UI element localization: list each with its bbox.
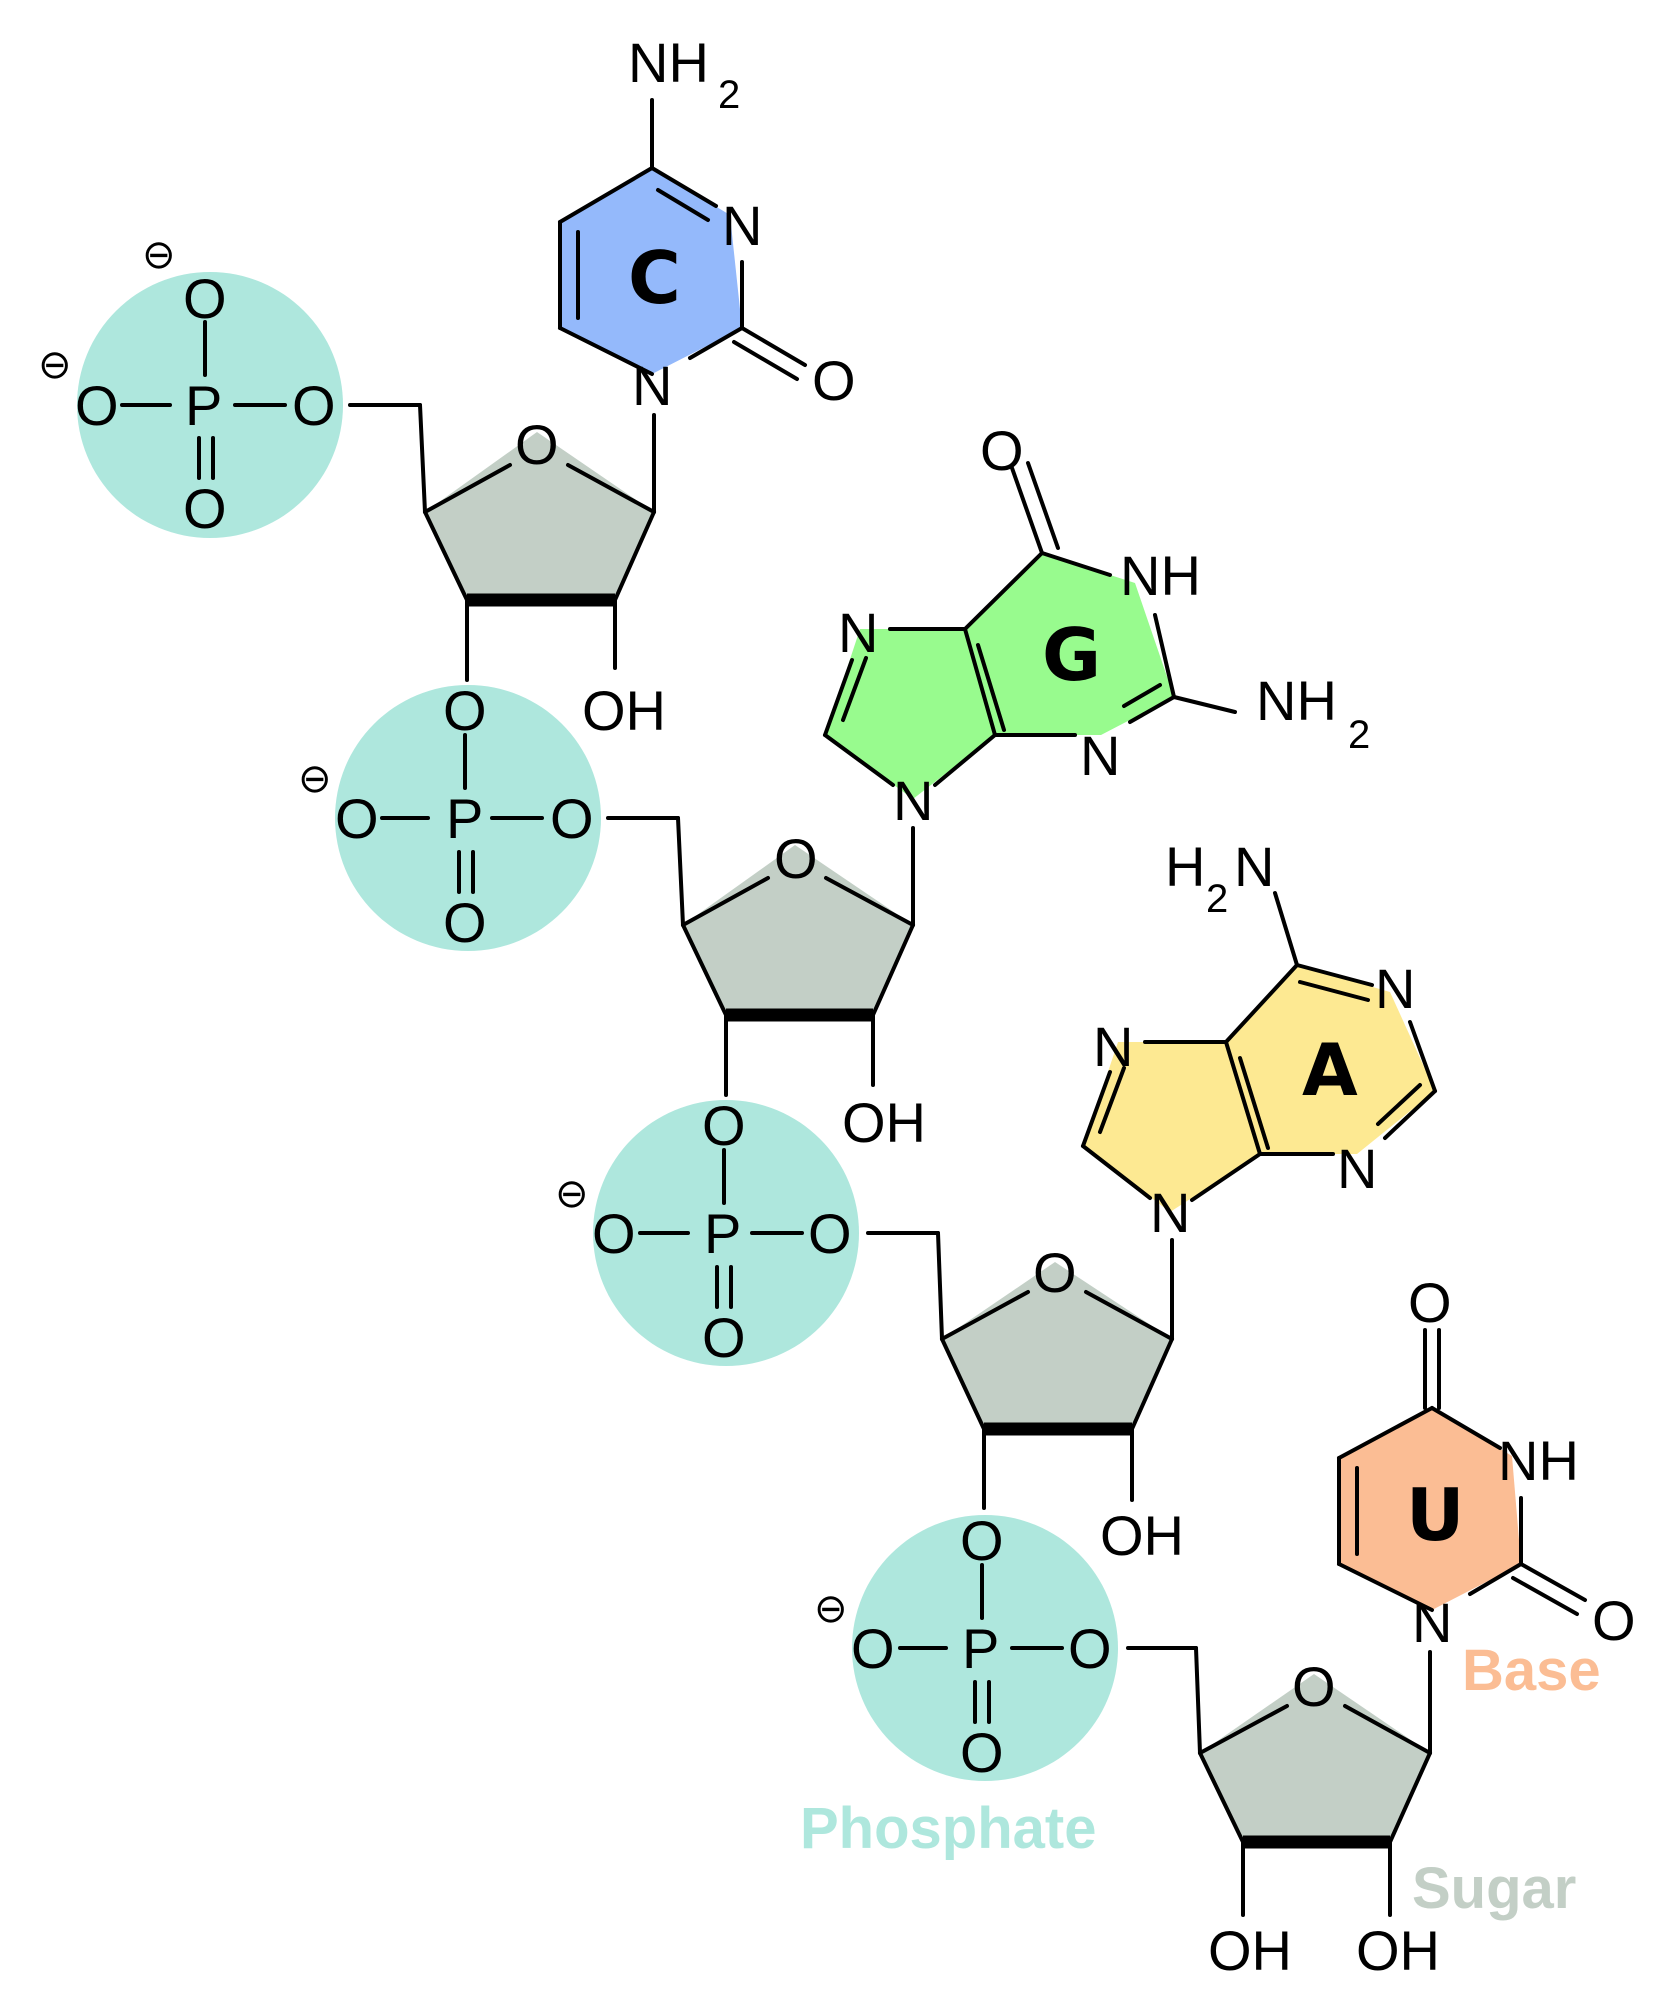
- sugar2-oh: OH: [842, 1091, 926, 1154]
- adenine-n7: N: [1093, 1015, 1133, 1078]
- phosphate4-o-top: O: [960, 1509, 1004, 1572]
- phosphate4-p: P: [962, 1617, 999, 1680]
- phosphate4-o-bottom: O: [960, 1721, 1004, 1784]
- ribose-sugar-2: [683, 845, 913, 1015]
- cytosine-n1: N: [632, 354, 672, 417]
- phosphate2-o-top: O: [443, 679, 487, 742]
- cytosine-o2: O: [812, 349, 856, 412]
- adenine-n1: N: [1375, 957, 1415, 1020]
- phosphate4-o-left: O: [851, 1617, 895, 1680]
- cytosine-n3: N: [722, 194, 762, 257]
- guanine-ring: [825, 553, 1174, 799]
- sugar4-oh-left: OH: [1208, 1919, 1292, 1982]
- phosphate3-charge-left: ⊖: [555, 1172, 589, 1216]
- phosphate2-o-right: O: [550, 787, 594, 850]
- legend-phosphate-label: Phosphate: [800, 1796, 1097, 1861]
- guanine-n2h: NH: [1256, 669, 1337, 732]
- adenine-amine-h: H: [1165, 835, 1205, 898]
- phosphate4-o-right: O: [1068, 1617, 1112, 1680]
- phosphate1-charge-left: ⊖: [38, 343, 72, 387]
- cytosine-letter: C: [628, 236, 681, 320]
- guanine-n2h-sub: 2: [1348, 713, 1370, 757]
- uracil-o2: O: [1592, 1589, 1636, 1652]
- phosphate-group-2: [335, 685, 601, 951]
- phosphate3-o-right: O: [808, 1202, 852, 1265]
- phosphate-group-1: [77, 272, 343, 538]
- cytosine-ring: [560, 168, 742, 374]
- phosphate3-o-top: O: [702, 1094, 746, 1157]
- ribose-sugar-4: [1200, 1674, 1430, 1842]
- adenine-amine-n: N: [1234, 835, 1274, 898]
- uracil-ring: [1339, 1408, 1521, 1610]
- phosphate3-o-bottom: O: [702, 1306, 746, 1369]
- cytosine-amine-sub: 2: [718, 73, 740, 117]
- uracil-letter: U: [1406, 1473, 1464, 1557]
- cytosine-amine-nh: NH: [628, 31, 709, 94]
- guanine-n9: N: [893, 769, 933, 832]
- phosphate1-charge-top: ⊖: [142, 233, 176, 277]
- legend-base-label: Base: [1462, 1638, 1601, 1703]
- sugar2-ring-o: O: [774, 827, 818, 890]
- phosphate2-p: P: [446, 787, 483, 850]
- phosphate4-charge-left: ⊖: [814, 1587, 848, 1631]
- bonds: [120, 98, 1587, 1917]
- guanine-n7: N: [838, 601, 878, 664]
- phosphate1-o-right: O: [292, 374, 336, 437]
- guanine-letter: G: [1042, 613, 1101, 697]
- phosphate-group-4: [852, 1515, 1118, 1781]
- sugar1-oh: OH: [582, 679, 666, 742]
- uracil-n3h: NH: [1498, 1429, 1579, 1492]
- phosphate-group-3: [593, 1100, 859, 1366]
- phosphate2-o-left: O: [335, 787, 379, 850]
- guanine-o6: O: [980, 419, 1024, 482]
- uracil-n1: N: [1412, 1591, 1452, 1654]
- adenine-n9: N: [1150, 1181, 1190, 1244]
- sugar4-oh-right: OH: [1356, 1919, 1440, 1982]
- ribose-sugar-3: [942, 1262, 1172, 1429]
- sugar1-ring-o: O: [515, 413, 559, 476]
- phosphate1-o-top: O: [183, 267, 227, 330]
- phosphate1-o-left: O: [75, 374, 119, 437]
- adenine-ring: [1083, 965, 1435, 1212]
- guanine-n1h: NH: [1120, 544, 1201, 607]
- adenine-letter: A: [1302, 1028, 1358, 1112]
- phosphate3-o-left: O: [592, 1202, 636, 1265]
- sugar4-ring-o: O: [1292, 1655, 1336, 1718]
- uracil-o4: O: [1408, 1271, 1452, 1334]
- sugar3-ring-o: O: [1033, 1241, 1077, 1304]
- phosphate2-charge-left: ⊖: [298, 757, 332, 801]
- sugar3-oh: OH: [1100, 1504, 1184, 1567]
- atom-labels: NH 2 N O N C ⊖ O ⊖ O P O O O OH O NH NH …: [38, 31, 1636, 1982]
- phosphate2-o-bottom: O: [443, 891, 487, 954]
- ribose-sugar-1: [425, 432, 654, 600]
- phosphate3-p: P: [704, 1202, 741, 1265]
- guanine-n3: N: [1080, 724, 1120, 787]
- adenine-n3: N: [1337, 1137, 1377, 1200]
- legend-sugar-label: Sugar: [1412, 1856, 1576, 1921]
- phosphate1-o-bottom: O: [183, 477, 227, 540]
- adenine-amine-sub: 2: [1206, 877, 1228, 921]
- phosphate1-p: P: [185, 374, 222, 437]
